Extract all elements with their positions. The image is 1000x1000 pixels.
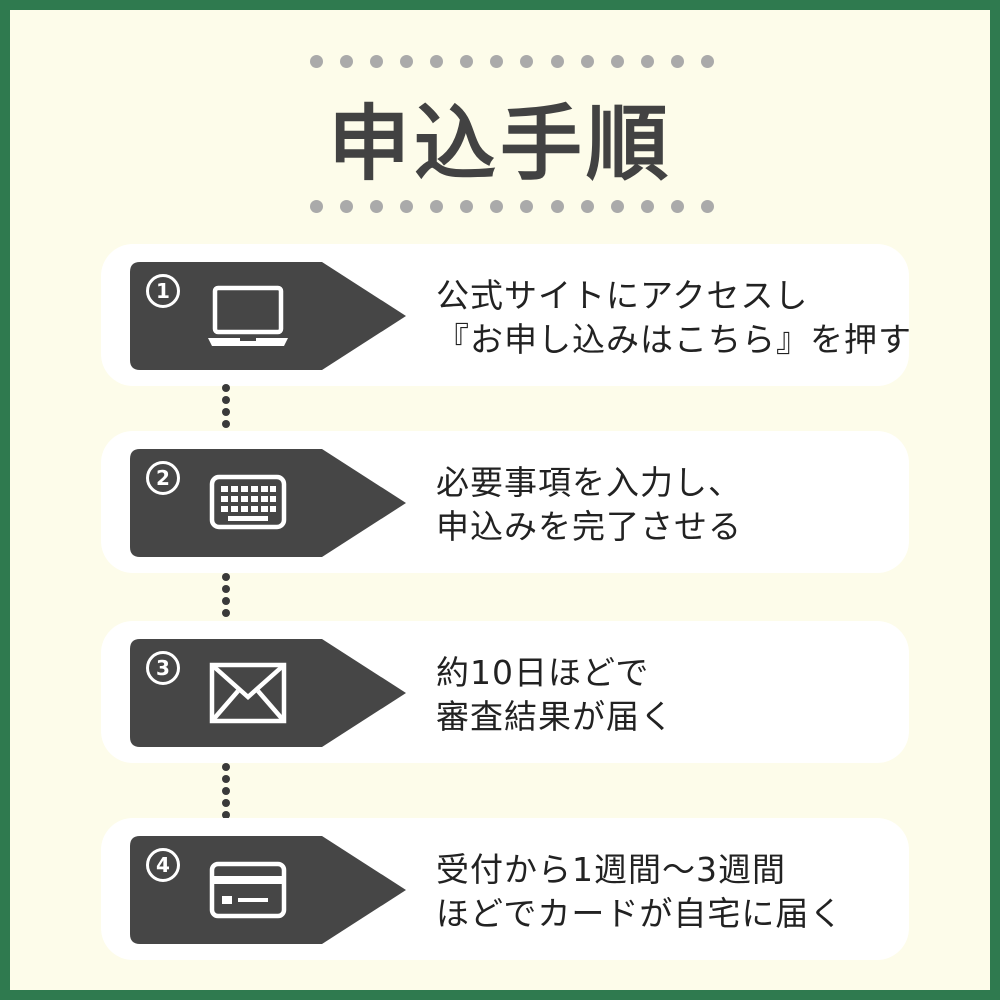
step-text-2: 必要事項を入力し、 申込みを完了させる — [436, 461, 906, 549]
envelope-icon — [209, 662, 287, 724]
laptop-icon — [208, 285, 288, 346]
step-text-line: ほどでカードが自宅に届く — [436, 894, 844, 933]
step-text-3: 約10日ほどで 審査結果が届く — [436, 651, 906, 739]
keyboard-icon — [209, 474, 287, 530]
step-card-4: 4 受付から1週間〜3週間 ほどでカードが自宅に届く — [101, 818, 909, 960]
step-text-4: 受付から1週間〜3週間 ほどでカードが自宅に届く — [436, 848, 906, 936]
step-connector — [220, 763, 232, 819]
step-text-line: 公式サイトにアクセスし — [436, 276, 809, 315]
step-number-1: 1 — [146, 274, 180, 308]
step-text-line: 受付から1週間〜3週間 — [436, 850, 786, 889]
step-text-line: 必要事項を入力し、 — [436, 463, 742, 502]
title-dots-bottom — [310, 199, 714, 213]
step-card-1: 1 公式サイトにアクセスし 『お申し込みはこちら』を押す — [101, 244, 912, 386]
step-tag-1: 1 — [130, 262, 408, 370]
step-number-2: 2 — [146, 461, 180, 495]
step-number-4: 4 — [146, 848, 180, 882]
step-text-1: 公式サイトにアクセスし 『お申し込みはこちら』を押す — [436, 274, 912, 362]
step-text-line: 申込みを完了させる — [436, 507, 742, 546]
step-tag-3: 3 — [130, 639, 408, 747]
step-tag-4: 4 — [130, 836, 408, 944]
step-text-line: 審査結果が届く — [436, 697, 674, 736]
step-text-line: 『お申し込みはこちら』を押す — [436, 320, 912, 359]
title-dots-top — [310, 54, 714, 68]
step-text-line: 約10日ほどで — [436, 653, 650, 692]
page-frame: 申込手順 1 公式サイトにアクセスし 『お申し込みはこちら』を押す — [10, 10, 990, 990]
credit-card-icon — [209, 861, 287, 919]
step-card-3: 3 約10日ほどで 審査結果が届く — [101, 621, 909, 763]
step-number-3: 3 — [146, 651, 180, 685]
page-title: 申込手順 — [327, 97, 672, 192]
step-tag-2: 2 — [130, 449, 408, 557]
step-card-2: 2 必要事項を入力し、 申込みを完了させる — [101, 431, 909, 573]
